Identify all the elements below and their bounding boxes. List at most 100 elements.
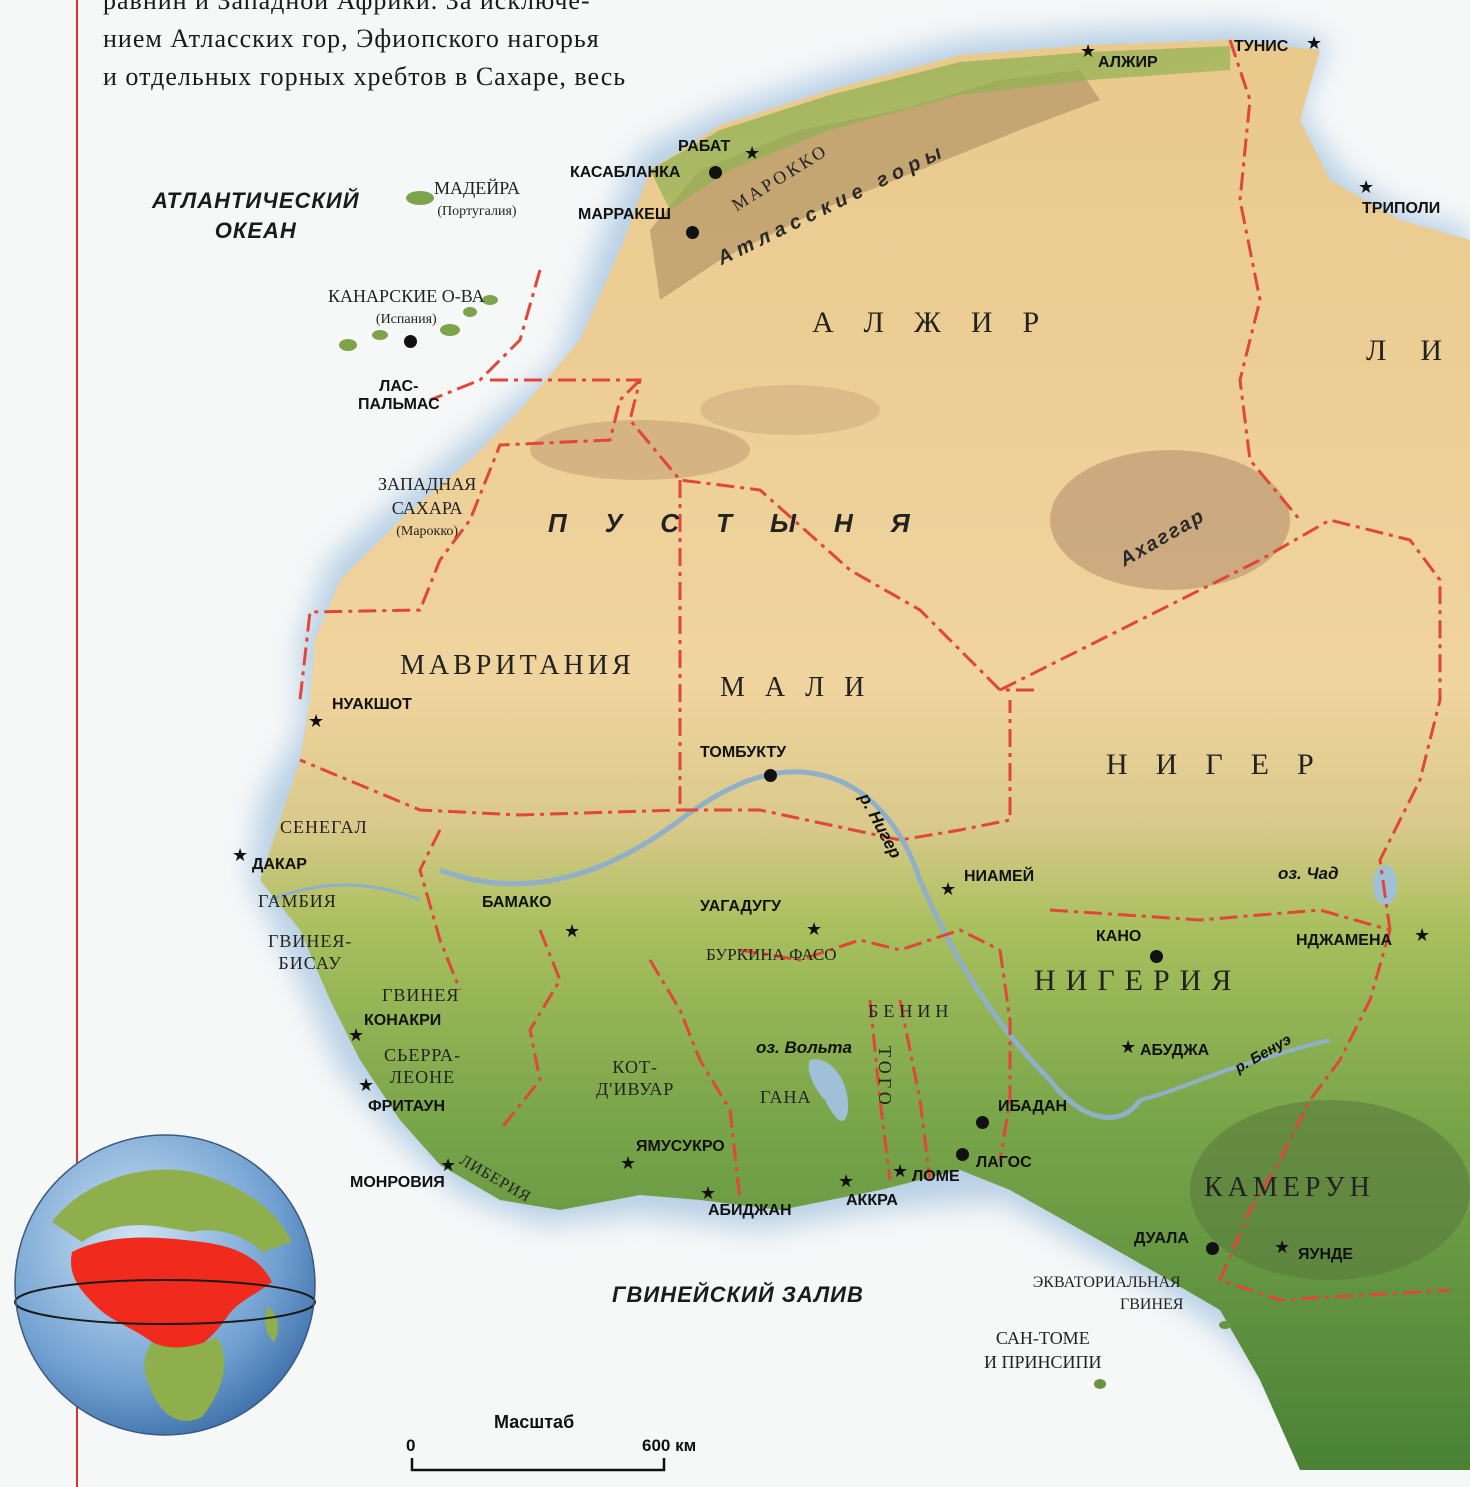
city-conakry-label: КОНАКРИ bbox=[364, 1012, 442, 1029]
city-rabat-label: РАБАТ bbox=[678, 138, 731, 155]
city-ndjamena-label: НДЖАМЕНА bbox=[1296, 932, 1393, 949]
capital-star-icon: ★ bbox=[308, 711, 325, 731]
city-dot-icon bbox=[764, 769, 777, 782]
country-sierra-leone-label: СЬЕРРА- ЛЕОНЕ bbox=[384, 1045, 462, 1087]
capital-star-icon: ★ bbox=[564, 921, 581, 941]
city-abuja-label: АБУДЖА bbox=[1140, 1042, 1210, 1059]
country-guinea-bissau-label: ГВИНЕЯ- БИСАУ bbox=[268, 931, 353, 973]
country-niger-label: НИГЕР bbox=[1106, 748, 1342, 781]
country-cote-divoire-label: КОТ- Д'ИВУАР bbox=[596, 1057, 675, 1099]
capital-star-icon: ★ bbox=[232, 845, 249, 865]
country-gambia-label: ГАМБИЯ bbox=[258, 891, 337, 911]
country-equatorial-guinea-label: ЭКВАТОРИАЛЬНАЯ ГВИНЕЯ bbox=[1032, 1274, 1184, 1313]
city-niamey-label: НИАМЕЙ bbox=[964, 868, 1035, 885]
city-tunis-label: ТУНИС bbox=[1234, 38, 1289, 55]
borders bbox=[298, 39, 1451, 1302]
capital-star-icon: ★ bbox=[348, 1025, 365, 1045]
page-margin-line bbox=[76, 0, 78, 1487]
city-dot-icon bbox=[1150, 950, 1163, 963]
city-dot-icon bbox=[976, 1116, 989, 1129]
city-casablanca-label: КАСАБЛАНКА bbox=[570, 164, 681, 181]
country-benin-label: БЕНИН bbox=[868, 1001, 954, 1021]
city-ouagadougou-label: УАГАДУГУ bbox=[700, 898, 782, 915]
sahara-desert-label: ПУСТЫНЯ bbox=[548, 508, 948, 538]
capital-star-icon: ★ bbox=[358, 1075, 375, 1095]
country-ghana-label: ГАНА bbox=[760, 1087, 812, 1107]
lake-volta-label: оз. Вольта bbox=[756, 1038, 852, 1057]
river-senegal bbox=[269, 883, 421, 902]
land-mass bbox=[260, 40, 1470, 1470]
country-libya-label: ЛИ bbox=[1366, 334, 1470, 367]
country-senegal-label: СЕНЕГАЛ bbox=[280, 817, 368, 837]
intro-line-3: и отдельных горных хребтов в Сахаре, вес… bbox=[103, 62, 627, 91]
capital-star-icon: ★ bbox=[806, 919, 823, 939]
globe-inset bbox=[14, 1134, 316, 1436]
capital-star-icon: ★ bbox=[440, 1155, 457, 1175]
country-guinea-label: ГВИНЕЯ bbox=[382, 985, 460, 1005]
city-lagos-label: ЛАГОС bbox=[976, 1154, 1032, 1171]
country-algeria-label: АЛЖИР bbox=[812, 306, 1070, 339]
capital-star-icon: ★ bbox=[1414, 925, 1431, 945]
capital-star-icon: ★ bbox=[838, 1171, 855, 1191]
capital-star-icon: ★ bbox=[700, 1183, 717, 1203]
atlantic-ocean-label: АТЛАНТИЧЕСКИЙ ОКЕАН bbox=[152, 188, 360, 243]
gulf-of-guinea-label: ГВИНЕЙСКИЙ ЗАЛИВ bbox=[612, 1282, 864, 1307]
madeira-label: МАДЕЙРА (Португалия) bbox=[434, 178, 520, 219]
capital-star-icon: ★ bbox=[1358, 177, 1375, 197]
city-ibadan-label: ИБАДАН bbox=[998, 1098, 1068, 1115]
city-freetown-label: ФРИТАУН bbox=[368, 1098, 446, 1115]
city-algiers-label: АЛЖИР bbox=[1098, 54, 1158, 71]
city-yaounde-label: ЯУНДЕ bbox=[1298, 1246, 1354, 1263]
city-dot-icon bbox=[709, 166, 722, 179]
western-sahara-label: ЗАПАДНАЯ САХАРА (Марокко) bbox=[378, 474, 477, 539]
capital-star-icon: ★ bbox=[1120, 1037, 1137, 1057]
country-mali-label: МАЛИ bbox=[720, 672, 885, 703]
capital-star-icon: ★ bbox=[744, 143, 761, 163]
canary-islands-label: КАНАРСКИЕ О-ВА (Испания) bbox=[328, 286, 485, 327]
scale-end-label: 600 км bbox=[642, 1436, 697, 1455]
city-nouakchott-label: НУАКШОТ bbox=[332, 696, 412, 713]
city-bamako-label: БАМАКО bbox=[482, 894, 552, 911]
capital-star-icon: ★ bbox=[1274, 1237, 1291, 1257]
river-niger bbox=[439, 769, 1143, 1120]
capital-star-icon: ★ bbox=[1306, 33, 1323, 53]
country-cameroon-label: КАМЕРУН bbox=[1204, 1172, 1375, 1203]
intro-line-2: нием Атласских гор, Эфиопского нагорья bbox=[103, 24, 600, 53]
city-timbuktu-label: ТОМБУКТУ bbox=[700, 744, 787, 761]
city-accra-label: АККРА bbox=[846, 1192, 898, 1209]
africa-highlight bbox=[71, 1237, 272, 1357]
capital-star-icon: ★ bbox=[620, 1153, 637, 1173]
city-douala-label: ДУАЛА bbox=[1134, 1230, 1189, 1247]
scale-start-label: 0 bbox=[406, 1436, 416, 1455]
country-nigeria-label: НИГЕРИЯ bbox=[1034, 964, 1242, 997]
city-tripoli-label: ТРИПОЛИ bbox=[1362, 200, 1441, 217]
city-dot-icon bbox=[404, 335, 417, 348]
lake-volta bbox=[808, 1059, 849, 1121]
city-las-palmas-label: ЛАС- ПАЛЬМАС bbox=[358, 378, 440, 413]
city-lome-label: ЛОМЕ bbox=[912, 1168, 960, 1185]
scale-title: Масштаб bbox=[494, 1412, 575, 1432]
city-monrovia-label: МОНРОВИЯ bbox=[350, 1174, 445, 1191]
atlas-band bbox=[650, 70, 1100, 300]
sao-tome-label: САН-ТОМЕ И ПРИНСИПИ bbox=[984, 1328, 1102, 1372]
capital-star-icon: ★ bbox=[940, 879, 957, 899]
city-dot-icon bbox=[1206, 1242, 1219, 1255]
country-burkina-faso-label: БУРКИНА ФАСО bbox=[706, 945, 837, 964]
country-togo-label: ТОГО bbox=[875, 1046, 895, 1109]
intro-line-1: равнин и Западной Африки. За исключе- bbox=[103, 0, 591, 15]
intro-text: равнин и Западной Африки. За исключе- ни… bbox=[103, 0, 723, 96]
city-dot-icon bbox=[956, 1148, 969, 1161]
city-abidjan-label: АБИДЖАН bbox=[708, 1202, 792, 1219]
river-benue bbox=[1139, 1038, 1331, 1102]
scale-bar bbox=[410, 1458, 666, 1472]
city-yamoussoukro-label: ЯМУСУКРО bbox=[636, 1138, 725, 1155]
lake-chad-label: оз. Чад bbox=[1278, 864, 1339, 883]
city-dakar-label: ДАКАР bbox=[252, 856, 307, 873]
capital-star-icon: ★ bbox=[1080, 41, 1097, 61]
city-marrakesh-label: МАРРАКЕШ bbox=[578, 206, 671, 223]
city-kano-label: КАНО bbox=[1096, 928, 1142, 945]
city-dot-icon bbox=[686, 226, 699, 239]
capital-star-icon: ★ bbox=[892, 1161, 909, 1181]
